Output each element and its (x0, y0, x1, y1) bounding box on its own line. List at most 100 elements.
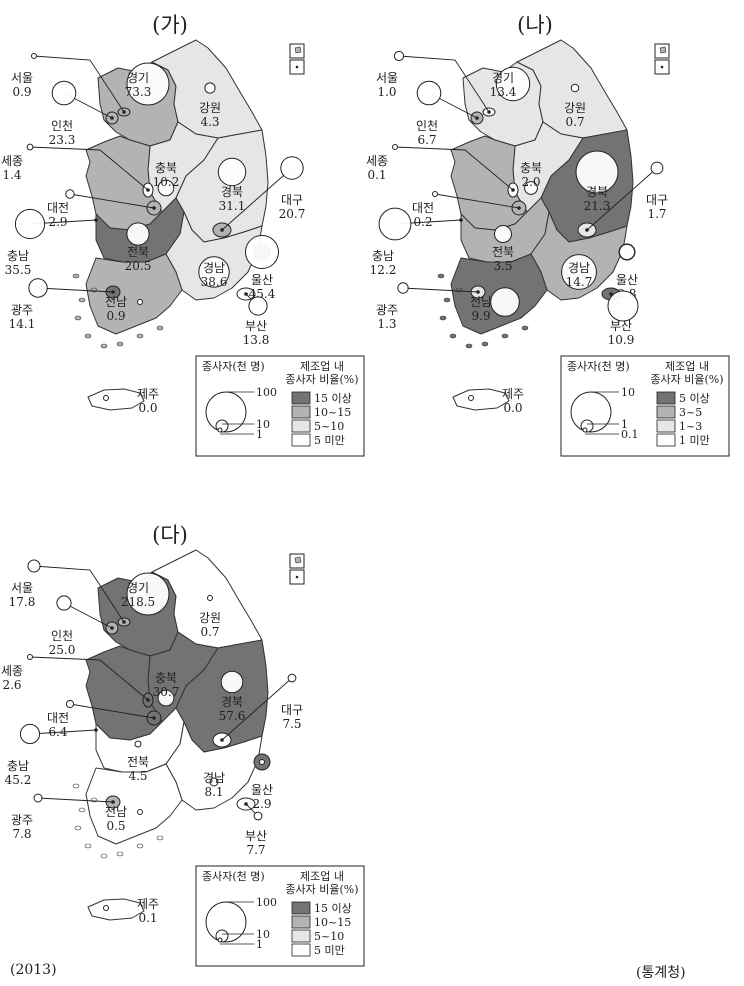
legend-size-title: 종사자(천 명) (202, 869, 265, 883)
legend-size-label: 10 (256, 418, 270, 431)
legend-swatch (291, 943, 311, 957)
leader-dot (220, 228, 224, 232)
region-name: 울산 (251, 273, 273, 287)
employee-bubble (65, 189, 75, 199)
region-name: 서울 (376, 71, 398, 85)
region-value: 14.7 (566, 275, 593, 289)
leader-dot (220, 738, 224, 742)
leader-line (37, 797, 114, 803)
region-value: 10.9 (608, 333, 635, 347)
region-value: 0.1 (367, 168, 386, 182)
leader-dot (111, 800, 115, 804)
coastal-island (501, 333, 509, 339)
legend-size-circle (217, 937, 223, 943)
employee-bubble (137, 809, 143, 815)
panel-title: (다) (152, 523, 188, 547)
region-name: 경북 (586, 185, 608, 199)
leader-line (221, 677, 293, 741)
region-value: 45.2 (5, 773, 32, 787)
employee-bubble (103, 905, 109, 911)
region-name: 울산 (251, 783, 273, 797)
leader-dot (122, 620, 126, 624)
legend-swatch (291, 901, 311, 915)
legend-size-label: 10 (621, 386, 635, 399)
region-value: 0.5 (106, 819, 125, 833)
ulleung-island (294, 556, 302, 564)
leader-line (69, 193, 155, 209)
region-name: 대전 (412, 201, 434, 215)
legend-size-label: 100 (256, 896, 277, 909)
leader-line (402, 287, 479, 293)
region-name: 인천 (51, 118, 73, 133)
region-name: 전남 (105, 805, 127, 819)
region-name: 제주 (502, 387, 524, 401)
coastal-island (74, 315, 82, 321)
region-value: 10.2 (153, 175, 180, 189)
employee-bubble (245, 235, 279, 269)
legend-class-label: 5 미만 (314, 944, 345, 957)
leader-line (394, 146, 514, 191)
employee-bubble (570, 83, 580, 93)
region-value: 0.9 (106, 309, 125, 323)
employee-bubble (416, 80, 442, 106)
employee-bubble (607, 290, 639, 322)
employee-bubble (259, 759, 265, 765)
region-name: 충남 (372, 249, 394, 263)
legend-size-circle (582, 427, 588, 433)
region-value: 3.5 (493, 259, 512, 273)
employee-bubble (220, 670, 244, 694)
leader-line (37, 287, 114, 293)
region-value: 8.1 (204, 785, 223, 799)
employee-bubble (468, 395, 474, 401)
coastal-island (100, 343, 108, 349)
leader-dot (475, 116, 479, 120)
region-name: 경북 (221, 185, 243, 199)
legend-class-label: 3~5 (679, 406, 702, 419)
employee-bubble (126, 572, 170, 616)
leader-dot (511, 188, 515, 192)
region-value: 0.0 (138, 401, 157, 415)
region-name: 전남 (105, 295, 127, 309)
coastal-island (449, 333, 457, 339)
employee-bubble (280, 156, 304, 180)
region-name: 세종 (1, 154, 23, 168)
region-value: 17.8 (9, 595, 36, 609)
leader-dot (94, 728, 98, 732)
region-value: 1.4 (2, 168, 21, 182)
leader-line (434, 193, 520, 209)
employee-bubble (393, 50, 405, 62)
region-value: 23.3 (49, 133, 76, 147)
leader-dot (476, 290, 480, 294)
region-name: 충북 (155, 671, 177, 685)
coastal-island (481, 341, 489, 347)
region-value: 30.7 (153, 685, 180, 699)
coastal-island (156, 835, 164, 841)
region-value: 1.3 (377, 317, 396, 331)
region-name: 세종 (1, 664, 23, 678)
legend-size-label: 1 (621, 418, 628, 431)
coastal-island (136, 333, 144, 339)
legend-size-label: 100 (256, 386, 277, 399)
legend-class-label: 10~15 (314, 916, 351, 929)
leader-line (586, 167, 658, 231)
employee-bubble (287, 673, 297, 683)
employee-bubble (51, 80, 77, 106)
region-value: 73.3 (125, 85, 152, 99)
region-value: 35.5 (5, 263, 32, 277)
coastal-island (116, 851, 124, 857)
legend-swatch (291, 405, 311, 419)
coastal-island (78, 297, 86, 303)
employee-bubble (126, 62, 170, 106)
dokdo-island (295, 575, 299, 579)
legend-class-label: 10~15 (314, 406, 351, 419)
region-value: 7.8 (12, 827, 31, 841)
region-value: 0.7 (200, 625, 219, 639)
leader-line (29, 146, 149, 191)
employee-bubble (103, 395, 109, 401)
employee-bubble (26, 143, 34, 151)
region-value: 4.5 (128, 769, 147, 783)
employee-bubble (495, 66, 531, 102)
employee-bubble (524, 181, 538, 195)
employee-bubble (494, 225, 512, 243)
coastal-island (439, 315, 447, 321)
